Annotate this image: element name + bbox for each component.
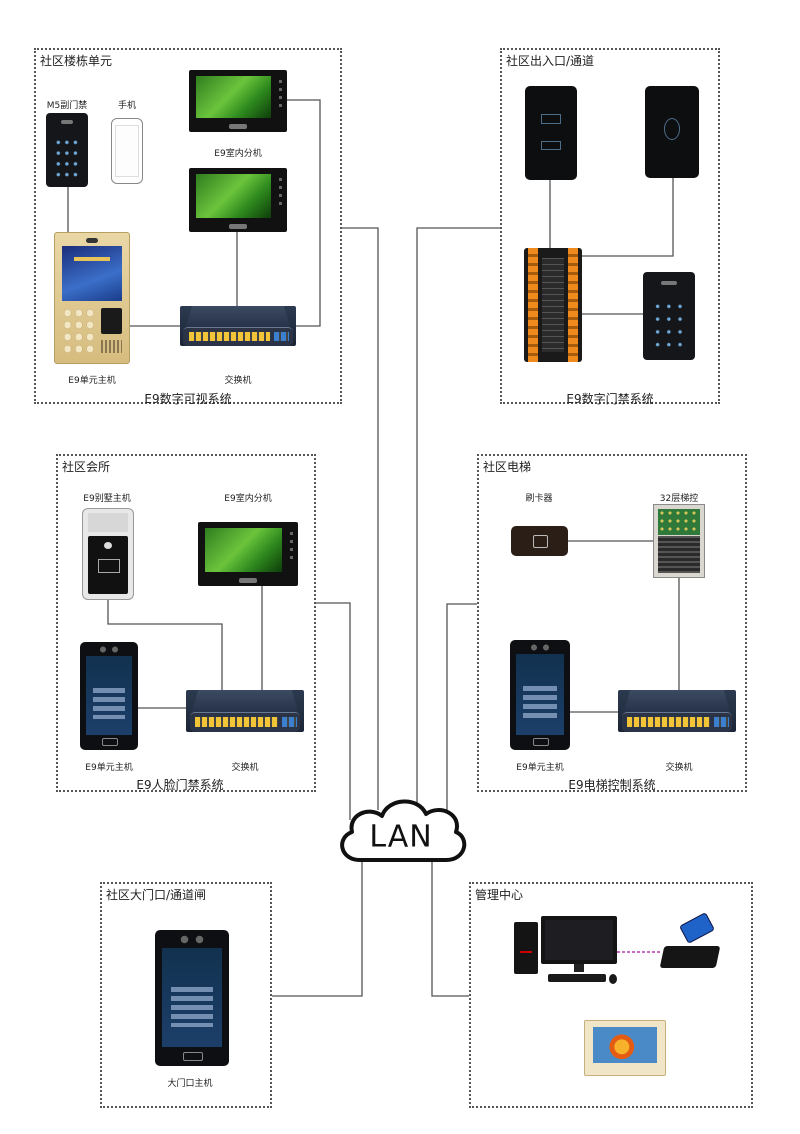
switch-label-clubhouse: 交换机 — [231, 763, 259, 773]
card-issuer — [659, 946, 721, 968]
pc-monitor — [541, 916, 617, 964]
access-controller — [524, 248, 582, 362]
card-reader-label: 刷卡器 — [525, 494, 553, 504]
clubhouse-indoor-monitor — [198, 522, 298, 586]
line-clubhouse-to-lan — [316, 602, 351, 820]
access-reader-1 — [525, 86, 577, 180]
line-villa-to-switch — [107, 600, 223, 694]
entrance-title: 社区出入口/通道 — [506, 54, 595, 68]
clubhouse-indoor-label: E9室内分机 — [224, 494, 272, 504]
pc-keyboard — [548, 974, 606, 982]
gate-face-terminal — [155, 930, 229, 1066]
indoor-monitor-1 — [189, 70, 287, 132]
line-reader2-to-controller — [582, 178, 674, 257]
switch-device-building — [180, 306, 296, 346]
management-box — [469, 882, 753, 1108]
switch-device-elevator — [618, 690, 736, 732]
clubhouse-unit-host-label: E9单元主机 — [85, 763, 133, 773]
line-building-to-lan — [342, 227, 379, 810]
m5-label: M5副门禁 — [46, 101, 88, 111]
elevator-box — [477, 454, 747, 792]
villa-host-label: E9别墅主机 — [83, 494, 131, 504]
access-keypad-reader — [643, 272, 695, 360]
switch-label-elevator: 交换机 — [665, 763, 693, 773]
clubhouse-caption: E9人脸门禁系统 — [136, 778, 224, 792]
management-title: 管理中心 — [475, 888, 524, 902]
elevator-unit-host-label: E9单元主机 — [516, 763, 564, 773]
gate-title: 社区大门口/通道闸 — [106, 888, 207, 902]
building-unit-title: 社区楼栋单元 — [40, 54, 113, 68]
entrance-box — [500, 48, 720, 404]
line-indoor1-to-switch — [287, 99, 321, 327]
switch-device-clubhouse — [186, 690, 304, 732]
phone-label: 手机 — [117, 101, 137, 111]
villa-host-device — [82, 508, 134, 600]
card-reader-device — [511, 526, 568, 556]
clubhouse-box — [56, 454, 316, 792]
floor-control-label: 32层梯控 — [659, 494, 699, 504]
lan-cloud — [340, 799, 467, 862]
elevator-title: 社区电梯 — [483, 460, 532, 474]
entrance-caption: E9数字门禁系统 — [566, 392, 654, 406]
clubhouse-face-terminal — [80, 642, 138, 750]
floor-control-board — [653, 504, 705, 578]
photo-display — [584, 1020, 666, 1076]
access-reader-2 — [645, 86, 699, 178]
unit-host-device — [54, 232, 130, 364]
pc-stand — [574, 964, 584, 972]
indoor-monitor-2 — [189, 168, 287, 232]
switch-label-building: 交换机 — [224, 376, 252, 386]
elevator-caption: E9电梯控制系统 — [568, 778, 656, 792]
m5-keypad-device — [46, 113, 88, 187]
line-management-to-lan — [431, 862, 469, 997]
gate-host-label: 大门口主机 — [167, 1079, 213, 1089]
phone-device — [111, 118, 143, 184]
building-caption: E9数字可视系统 — [144, 392, 232, 406]
unit-host-label: E9单元主机 — [68, 376, 116, 386]
clubhouse-title: 社区会所 — [62, 460, 111, 474]
elevator-face-terminal — [510, 640, 570, 750]
line-gate-to-lan — [272, 862, 363, 997]
pc-tower — [514, 922, 538, 974]
line-entrance-to-lan — [416, 227, 500, 812]
indoor-monitor-label: E9室内分机 — [214, 149, 262, 159]
pc-mouse — [609, 974, 617, 984]
building-unit-box — [34, 48, 342, 404]
lan-label: LAN — [369, 819, 433, 855]
gate-box — [100, 882, 272, 1108]
line-elevator-to-lan — [446, 603, 477, 822]
